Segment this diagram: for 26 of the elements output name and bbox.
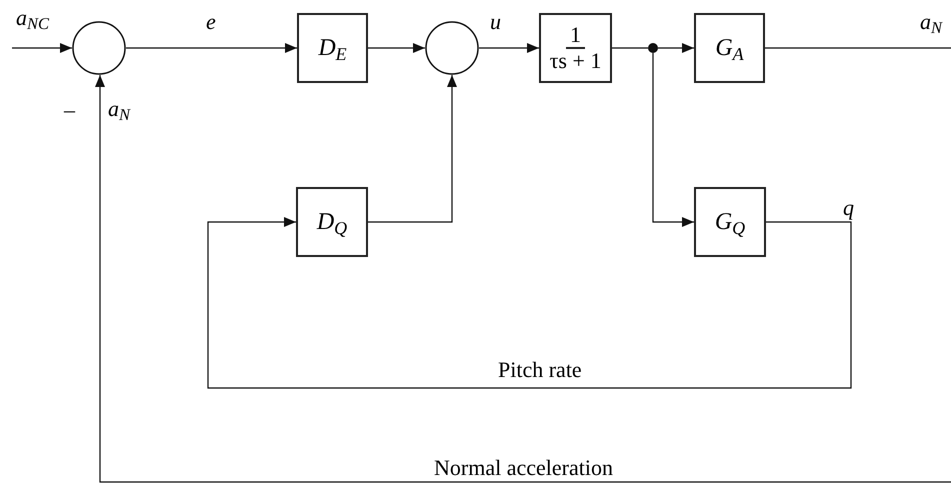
- sign-label: –: [64, 98, 75, 122]
- numerator: 1: [566, 23, 585, 49]
- arrow: [126, 43, 297, 53]
- transfer-function-block: [694, 187, 766, 257]
- block-label: D$_{E}$: [318, 34, 347, 62]
- block-label: D$_{Q}$: [316, 208, 348, 236]
- arrow: [658, 43, 694, 53]
- transfer-function-block: [694, 13, 765, 83]
- arrow: [368, 75, 457, 223]
- arrow: [12, 43, 72, 53]
- transfer-function-block: [297, 13, 368, 83]
- signal-label: q: [843, 196, 854, 220]
- arrow: [95, 74, 951, 483]
- arrow: [368, 43, 425, 53]
- junction-dot: [648, 43, 658, 53]
- arrow: [207, 217, 852, 389]
- transfer-function-block: [539, 13, 612, 83]
- summing-junction: [425, 21, 479, 75]
- arrow: [479, 43, 539, 53]
- block-label: G$_{Q}$: [714, 208, 746, 236]
- block-label: G$_{A}$: [715, 34, 744, 62]
- summing-junction: [72, 21, 126, 75]
- arrow: [652, 53, 694, 227]
- transfer-function-block: [296, 187, 368, 257]
- denominator: τs + 1: [550, 49, 602, 73]
- signal-label: a$_{N}$: [108, 97, 130, 121]
